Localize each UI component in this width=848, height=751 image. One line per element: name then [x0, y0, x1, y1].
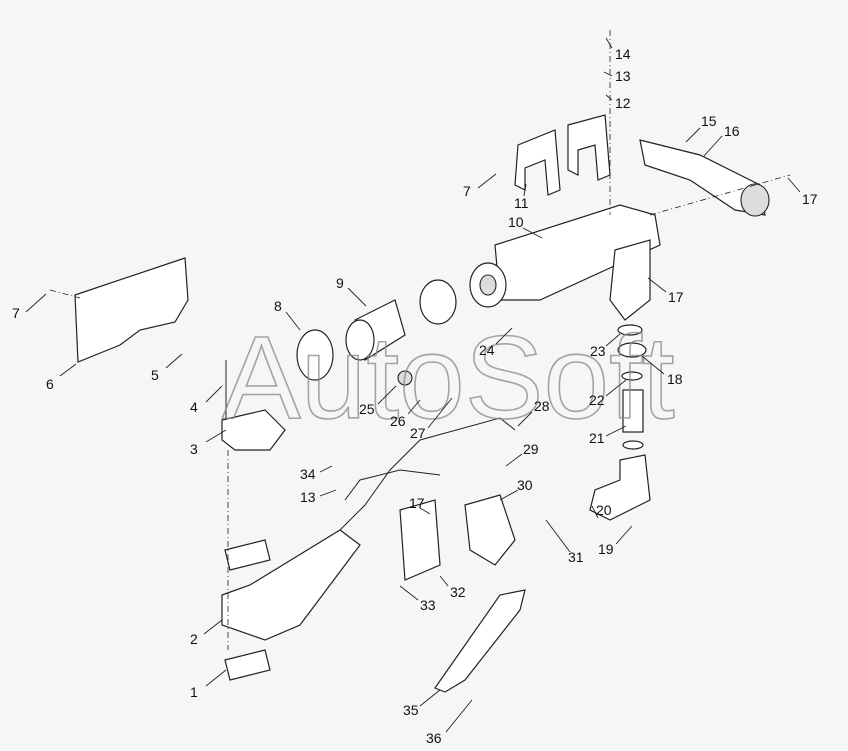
callout-leader — [419, 689, 441, 707]
callout-number: 5 — [151, 367, 159, 383]
callout-number: 18 — [667, 371, 683, 387]
bellows-and-clamps — [296, 279, 457, 386]
egr-cooler — [469, 204, 661, 321]
callout-number: 4 — [190, 399, 198, 415]
callout-leader — [545, 519, 571, 553]
callout-number: 7 — [12, 305, 20, 321]
callout-number: 20 — [596, 502, 612, 518]
callout-number: 10 — [508, 214, 524, 230]
outlet-pipe — [639, 139, 770, 217]
callout-number: 33 — [420, 597, 436, 613]
callout-leader — [347, 287, 367, 307]
callout-number: 1 — [190, 684, 198, 700]
callout-leader — [605, 379, 627, 397]
callout-leader — [445, 699, 473, 733]
callout-number: 32 — [450, 584, 466, 600]
callout-number: 17 — [409, 495, 425, 511]
callout-leader — [647, 277, 667, 293]
callout-number: 23 — [590, 343, 606, 359]
callout-leader — [319, 489, 337, 497]
callout-number: 6 — [46, 376, 54, 392]
callout-number: 19 — [598, 541, 614, 557]
callout-number: 22 — [589, 392, 605, 408]
callout-number: 15 — [701, 113, 717, 129]
callout-number: 31 — [568, 549, 584, 565]
callout-leader — [399, 585, 419, 601]
tube-stack — [589, 324, 651, 521]
callout-leader — [787, 177, 801, 193]
callout-leader — [523, 183, 527, 197]
callout-number: 28 — [534, 398, 550, 414]
callout-number: 7 — [463, 183, 471, 199]
callout-number: 26 — [390, 413, 406, 429]
callout-number: 9 — [336, 275, 344, 291]
callout-leader — [605, 37, 613, 49]
callout-leader — [205, 385, 223, 403]
watermark-text: AutoSoft — [222, 312, 675, 444]
callout-leader — [605, 94, 613, 101]
callout-leader — [591, 505, 599, 519]
callout-leader — [407, 399, 421, 415]
callout-number: 17 — [802, 191, 818, 207]
callout-leader — [59, 363, 77, 377]
callout-number: 2 — [190, 631, 198, 647]
callout-leader — [499, 489, 519, 501]
callout-leader — [685, 127, 701, 143]
callout-leader — [285, 311, 301, 331]
callout-number: 21 — [589, 430, 605, 446]
callout-leader — [615, 525, 633, 545]
callout-number: 8 — [274, 298, 282, 314]
callout-number: 16 — [724, 123, 740, 139]
callout-number: 3 — [190, 441, 198, 457]
callout-number: 14 — [615, 46, 631, 62]
callout-number: 13 — [615, 68, 631, 84]
callout-leader — [505, 453, 523, 467]
callout-number: 34 — [300, 466, 316, 482]
callout-number: 13 — [300, 489, 316, 505]
callout-number: 30 — [517, 477, 533, 493]
callout-number: 25 — [359, 401, 375, 417]
callout-number: 12 — [615, 95, 631, 111]
callout-leader — [605, 425, 627, 437]
callout-leader — [25, 293, 47, 313]
callout-leader — [439, 575, 449, 587]
callout-leader — [641, 355, 665, 375]
callout-leader — [165, 353, 183, 369]
brackets — [514, 114, 611, 196]
callout-leader — [205, 429, 227, 443]
callout-leader — [427, 397, 453, 429]
callout-number: 17 — [668, 289, 684, 305]
callout-number: 29 — [523, 441, 539, 457]
callout-number: 24 — [479, 342, 495, 358]
callout-number: 11 — [514, 195, 529, 211]
callout-leader — [419, 507, 431, 515]
callout-leader — [605, 333, 621, 347]
support-bracket — [434, 589, 526, 693]
callout-leader — [517, 411, 533, 427]
egr-valve — [221, 360, 516, 681]
callout-leader — [377, 385, 397, 405]
callout-leader — [495, 327, 513, 345]
callout-leader — [703, 135, 723, 157]
callout-leader — [603, 71, 613, 77]
callout-leader — [477, 173, 497, 189]
callout-leader — [203, 619, 223, 635]
heat-shield — [74, 257, 189, 363]
callout-leader — [205, 669, 227, 687]
callout-number: 36 — [426, 730, 442, 746]
callout-leader — [319, 465, 333, 473]
callout-number: 35 — [403, 702, 419, 718]
callout-number: 27 — [410, 425, 426, 441]
callout-leader — [522, 227, 543, 239]
